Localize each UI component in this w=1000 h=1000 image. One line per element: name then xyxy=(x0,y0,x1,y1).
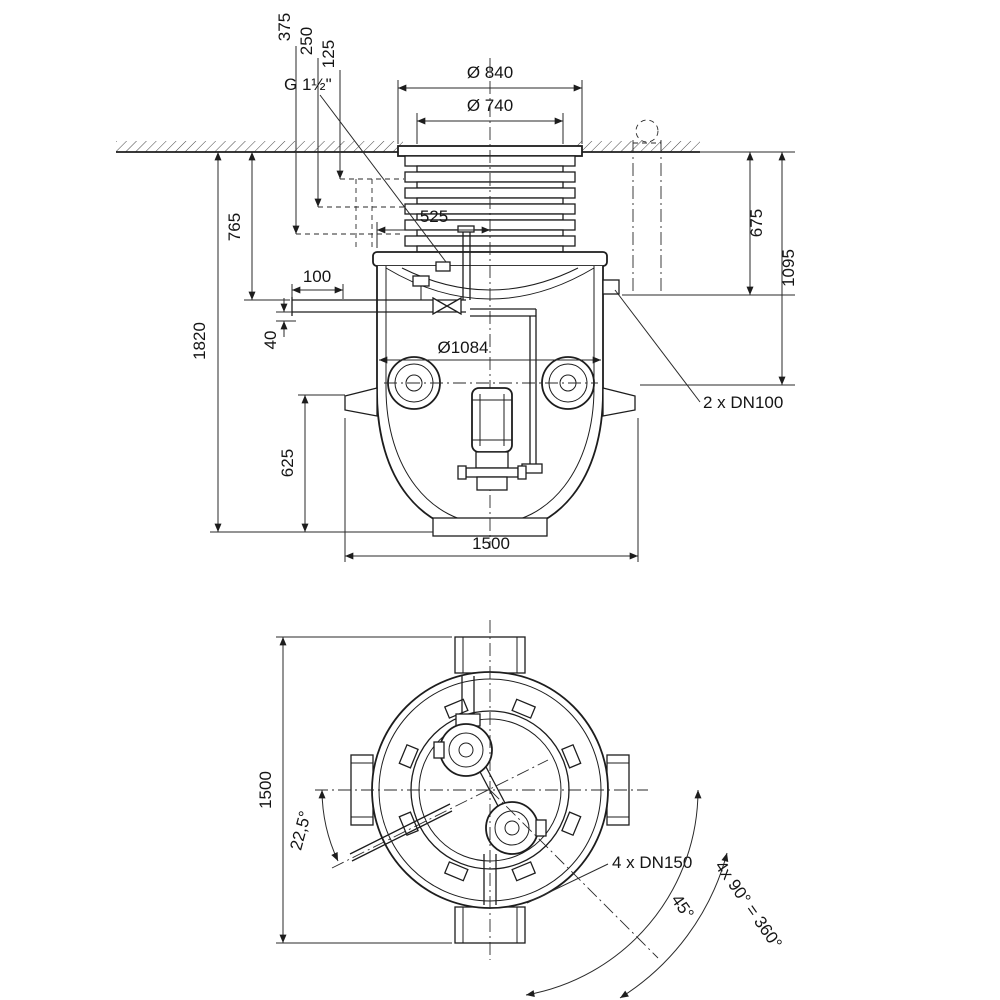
dim-675: 675 xyxy=(622,152,795,296)
dim-depth-125: 125 xyxy=(319,40,404,180)
dim-angle-22-5: 22,5° xyxy=(286,789,339,862)
dim-100: 100 xyxy=(291,267,344,299)
label-thread-connection: G 1½" xyxy=(284,75,447,263)
cover-clamp-tabs xyxy=(398,698,582,882)
pipe-fitting xyxy=(412,275,430,287)
dim-1500-front-label: 1500 xyxy=(472,534,510,553)
alternative-riser-dashed xyxy=(355,119,662,292)
dim-765-label: 765 xyxy=(225,213,244,241)
vent-pipe-cap xyxy=(457,225,475,233)
dim-1084-label: Ø1084 xyxy=(437,338,488,357)
angle-45-label: 45° xyxy=(667,891,697,923)
dim-625: 625 xyxy=(278,394,345,532)
dim-40-label: 40 xyxy=(261,331,280,350)
dim-dia-1084: Ø1084 xyxy=(379,338,601,364)
plan-pump-1 xyxy=(433,723,493,777)
dim-675-label: 675 xyxy=(747,209,766,237)
dim-100-label: 100 xyxy=(303,267,331,286)
left-fin xyxy=(344,387,378,417)
valve-icon xyxy=(432,296,449,316)
angle-total-label: 4x 90° = 360° xyxy=(711,857,786,952)
angle-22-5-label: 22,5° xyxy=(286,809,315,852)
dim-depth-250: 250 xyxy=(297,27,404,208)
thread-label: G 1½" xyxy=(284,75,332,94)
dim-angle-total: 4x 90° = 360° xyxy=(619,852,786,999)
dim-dia-740: Ø 740 xyxy=(416,96,564,144)
dn100-label: 2 x DN100 xyxy=(703,393,783,412)
dim-depth-375: 375 xyxy=(275,13,404,235)
dim-1820-label: 1820 xyxy=(190,322,209,360)
dim-1500-plan-label: 1500 xyxy=(256,771,275,809)
dashed-circle-marker xyxy=(635,119,659,143)
right-fin xyxy=(602,387,636,417)
dim-375-label: 375 xyxy=(275,13,294,41)
label-dn100: 2 x DN100 xyxy=(614,289,783,412)
dim-840-label: Ø 840 xyxy=(467,63,513,82)
dim-1095: 1095 xyxy=(640,152,798,386)
plan-view: 1500 22,5° 4 x DN150 45° 4x 90° = 360° xyxy=(256,620,786,999)
dim-1095-label: 1095 xyxy=(779,249,798,287)
dim-740-label: Ø 740 xyxy=(467,96,513,115)
pump xyxy=(457,387,527,491)
inlet-axis-centerline xyxy=(331,759,549,869)
dim-1500-front: 1500 xyxy=(344,418,639,562)
dim-dia-840: Ø 840 xyxy=(397,63,583,144)
dim-1500-plan: 1500 xyxy=(256,636,452,944)
front-view: 375 250 125 G 1½" Ø 840 Ø 7 xyxy=(116,13,798,562)
dn150-label: 4 x DN150 xyxy=(612,853,692,872)
thread-leader-line xyxy=(319,94,447,263)
dim-525-label: 525 xyxy=(420,207,448,226)
dim-40: 40 xyxy=(261,298,296,349)
dn100-leader-line xyxy=(614,289,701,403)
plan-internals xyxy=(349,676,547,905)
dim-1820: 1820 xyxy=(190,152,433,533)
dim-125-label: 125 xyxy=(319,40,338,68)
dim-525: 525 xyxy=(376,207,490,248)
pump-foot xyxy=(476,476,508,491)
dim-625-label: 625 xyxy=(278,449,297,477)
dim-765: 765 xyxy=(225,152,290,301)
dim-250-label: 250 xyxy=(297,27,316,55)
